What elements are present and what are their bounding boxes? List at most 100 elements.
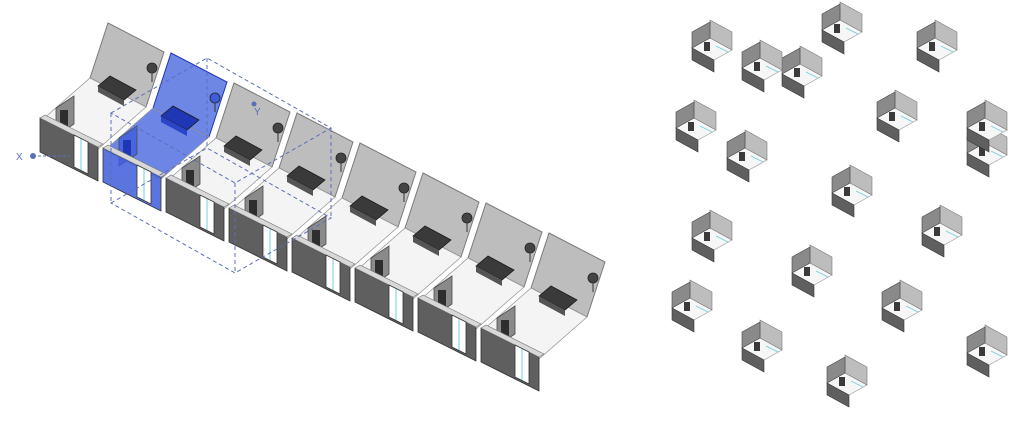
- lamp-icon: [272, 122, 284, 134]
- module-accent: [805, 71, 819, 79]
- module-front-wall: [741, 67, 765, 93]
- module-accent: [845, 27, 859, 35]
- module-side-wall: [881, 281, 901, 309]
- module-bathroom: [839, 377, 845, 386]
- module-front-wall: [691, 47, 715, 73]
- bed-icon: [349, 195, 389, 221]
- y-axis-gizmo-icon[interactable]: [251, 101, 257, 107]
- room-module[interactable]: [228, 112, 354, 272]
- scattered-module[interactable]: [876, 89, 918, 143]
- scattered-module[interactable]: [781, 45, 823, 99]
- module-side-wall: [691, 21, 711, 49]
- module-bathroom: [979, 147, 985, 156]
- bed-side: [224, 146, 250, 166]
- module-front-wall: [966, 127, 990, 153]
- module-side-wall: [876, 91, 896, 119]
- module-side-wall: [741, 321, 761, 349]
- module-accent: [750, 155, 764, 163]
- x-axis-label: X: [16, 152, 23, 163]
- scattered-module[interactable]: [691, 209, 733, 263]
- room-module[interactable]: [39, 22, 165, 182]
- scattered-module[interactable]: [726, 129, 768, 183]
- module-bathroom: [704, 232, 710, 241]
- module-bathroom: [979, 347, 985, 356]
- module-side-wall: [726, 131, 746, 159]
- module-side-wall: [966, 326, 986, 354]
- module-front-wall: [726, 157, 750, 183]
- module-side-wall: [691, 211, 711, 239]
- module-front-wall: [675, 127, 699, 153]
- module-bathroom: [684, 302, 690, 311]
- module-front-wall: [791, 272, 815, 298]
- right-3d-viewport[interactable]: [671, 1, 1008, 408]
- module-accent: [815, 270, 829, 278]
- scattered-module[interactable]: [921, 204, 963, 258]
- room-module[interactable]: [291, 142, 417, 302]
- door-icon: [501, 320, 509, 336]
- lamp-icon: [398, 182, 410, 194]
- scattered-module[interactable]: [791, 244, 833, 298]
- module-bathroom: [754, 62, 760, 71]
- module-bathroom: [754, 342, 760, 351]
- module-front-wall: [876, 117, 900, 143]
- bed-side: [98, 86, 124, 106]
- lamp-icon: [461, 212, 473, 224]
- module-accent: [715, 235, 729, 243]
- scattered-module[interactable]: [831, 164, 873, 218]
- module-bathroom: [739, 152, 745, 161]
- scattered-module[interactable]: [916, 19, 958, 73]
- module-accent: [699, 125, 713, 133]
- module-front-wall: [966, 352, 990, 378]
- lamp-icon: [587, 272, 599, 284]
- module-bathroom: [794, 68, 800, 77]
- room-module[interactable]: [480, 232, 606, 392]
- module-side-wall: [921, 206, 941, 234]
- scattered-module[interactable]: [826, 354, 868, 408]
- scattered-module[interactable]: [741, 319, 783, 373]
- door-icon: [438, 290, 446, 306]
- left-3d-viewport[interactable]: [39, 22, 606, 392]
- module-bathroom: [889, 112, 895, 121]
- section-box-icon[interactable]: [109, 57, 333, 274]
- scattered-module[interactable]: [671, 279, 713, 333]
- bed-side: [539, 296, 565, 316]
- scattered-module[interactable]: [675, 99, 717, 153]
- bed-icon: [286, 165, 326, 191]
- scattered-module[interactable]: [966, 99, 1008, 153]
- module-front-wall: [881, 307, 905, 333]
- bed-side: [287, 176, 313, 196]
- axis-gizmo[interactable]: X Y: [16, 107, 261, 163]
- module-accent: [900, 115, 914, 123]
- scattered-module[interactable]: [881, 279, 923, 333]
- scattered-module[interactable]: [821, 1, 863, 55]
- module-accent: [765, 345, 779, 353]
- room-module[interactable]: [417, 202, 543, 362]
- lamp-icon: [524, 242, 536, 254]
- module-side-wall: [671, 281, 691, 309]
- module-bathroom: [804, 267, 810, 276]
- lamp-icon: [146, 62, 158, 74]
- module-accent: [990, 125, 1004, 133]
- door-icon: [375, 260, 383, 276]
- scattered-module[interactable]: [966, 324, 1008, 378]
- module-bathroom: [834, 24, 840, 33]
- x-axis-gizmo-icon[interactable]: [30, 153, 36, 159]
- module-front-wall: [921, 232, 945, 258]
- bed-side: [476, 266, 502, 286]
- module-accent: [765, 65, 779, 73]
- scattered-module[interactable]: [741, 39, 783, 93]
- module-bathroom: [894, 302, 900, 311]
- module-front-wall: [821, 29, 845, 55]
- module-front-wall: [966, 152, 990, 178]
- module-front-wall: [671, 307, 695, 333]
- scattered-module[interactable]: [691, 19, 733, 73]
- room-module[interactable]: [354, 172, 480, 332]
- door-icon: [60, 110, 68, 126]
- module-bathroom: [704, 42, 710, 51]
- module-accent: [855, 190, 869, 198]
- room-module[interactable]: [165, 82, 291, 242]
- section-box-bottom: [109, 147, 333, 274]
- module-bathroom: [844, 187, 850, 196]
- room-module[interactable]: [102, 52, 228, 212]
